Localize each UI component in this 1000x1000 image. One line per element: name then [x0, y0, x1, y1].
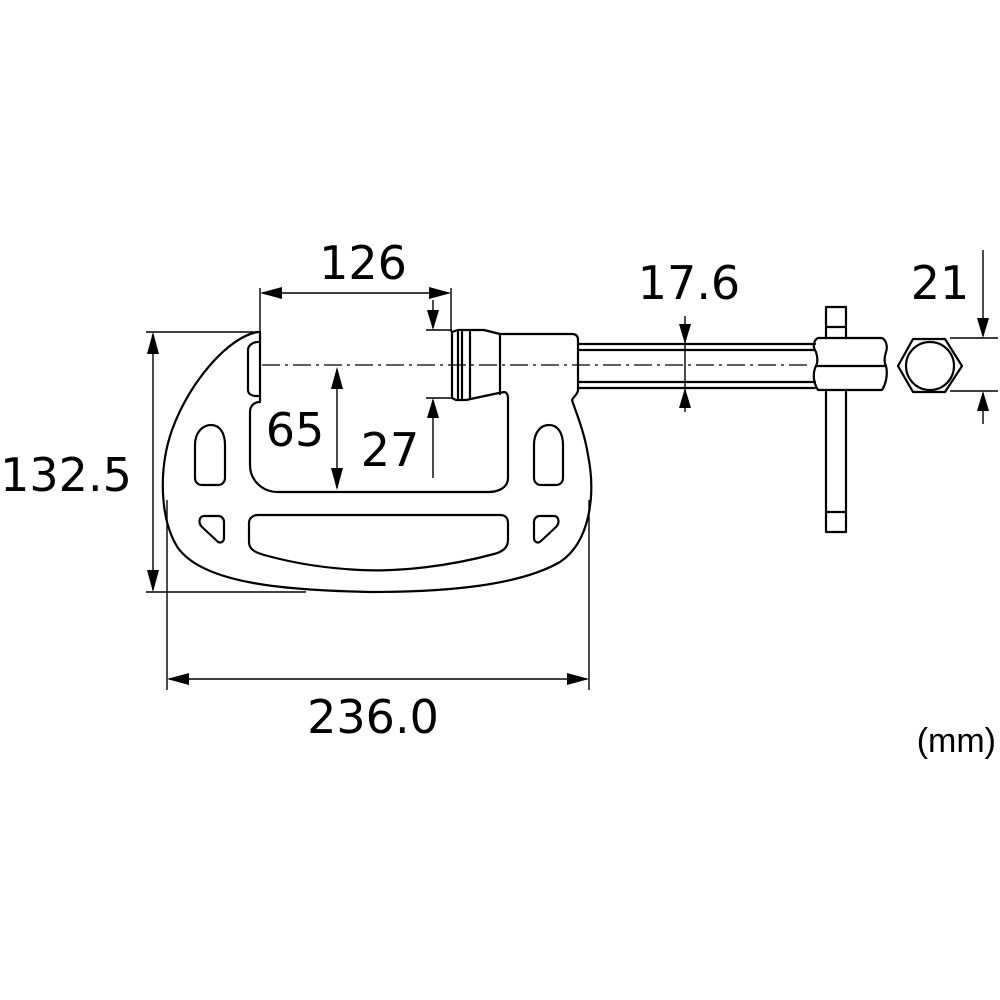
hex-end-view — [896, 337, 964, 394]
dim-label-overall-width: 236.0 — [307, 690, 439, 744]
dim-label-throat-depth: 65 — [266, 403, 325, 457]
dim-label-screw-diameter: 17.6 — [638, 256, 740, 310]
dim-label-jaw-opening: 126 — [319, 236, 407, 290]
dim-hex-size: 21 — [911, 250, 998, 424]
dim-anvil-height: 27 — [361, 300, 452, 478]
dim-label-anvil-height: 27 — [361, 423, 420, 477]
dim-throat-depth: 65 — [266, 367, 343, 490]
clamp-screw — [576, 305, 888, 534]
dim-label-overall-height: 132.5 — [0, 448, 132, 502]
dim-overall-height: 132.5 — [0, 331, 306, 593]
dim-screw-diameter: 17.6 — [638, 256, 740, 412]
clamp-frame — [161, 328, 593, 594]
unit-label: (mm) — [917, 722, 996, 760]
dim-label-hex-size: 21 — [911, 256, 970, 310]
dim-overall-width: 236.0 — [166, 500, 590, 744]
dim-jaw-opening: 126 — [259, 236, 452, 332]
